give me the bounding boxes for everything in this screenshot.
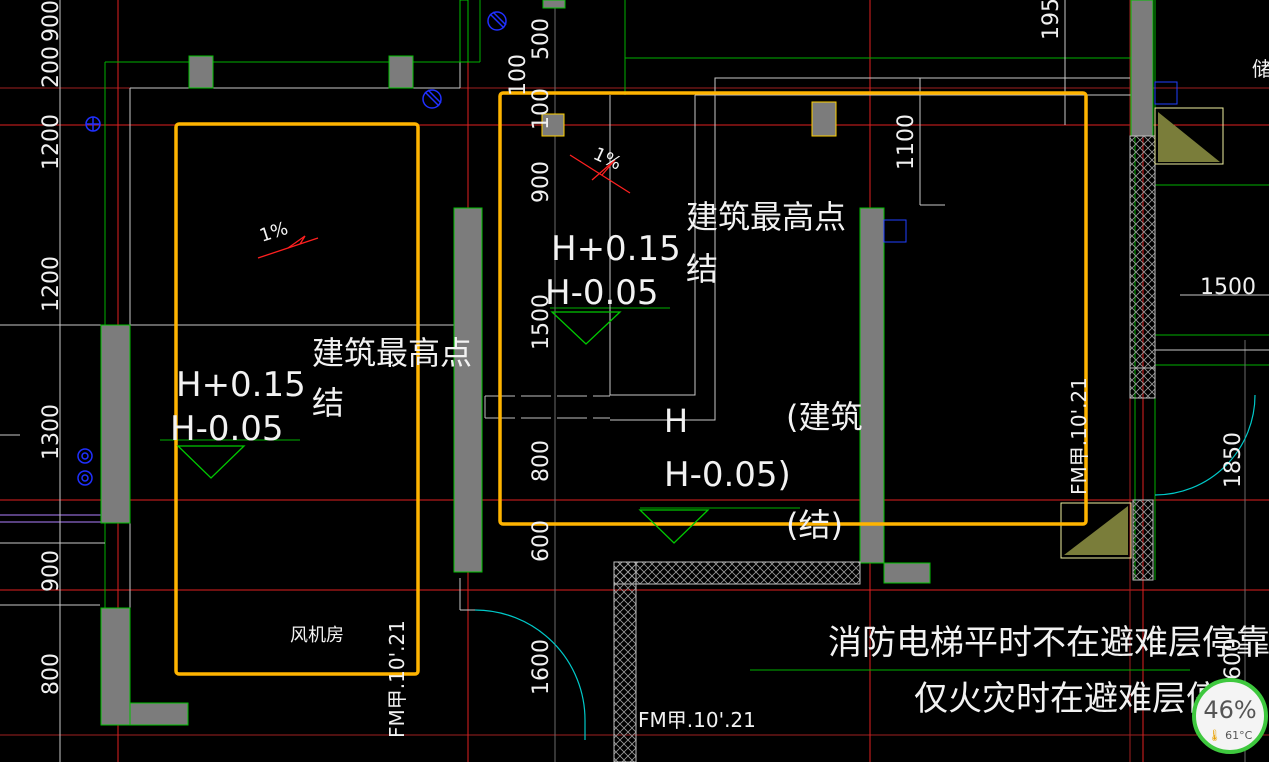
- level-high: H+0.15: [176, 365, 306, 405]
- hatched-walls: [613, 135, 1156, 762]
- dim-text: 1600: [529, 639, 554, 695]
- dim-text: 600: [1221, 638, 1246, 680]
- dim-text: 900: [529, 161, 554, 203]
- note-line1: 消防电梯平时不在避难层停靠: [828, 623, 1269, 663]
- temperature-value: 61°C: [1225, 729, 1253, 742]
- door-tag: FM甲.10'.21: [1067, 377, 1091, 495]
- dim-text: 1500: [1200, 275, 1256, 300]
- room-left: 1% H+0.15 H-0.05 建筑最高点 结 风机房 FM甲.10'.21: [170, 218, 472, 738]
- label-line1: 建筑最高点: [686, 198, 846, 236]
- highlight-boxes: [174, 91, 1088, 676]
- level-low: H-0.05: [170, 409, 284, 449]
- level-h: H: [664, 402, 688, 440]
- dim-text: 100: [506, 54, 531, 96]
- label-line2: 结: [312, 384, 344, 422]
- level-low: H-0.05): [664, 455, 791, 495]
- paren-bottom: (结): [786, 506, 843, 544]
- dim-text: 900: [39, 550, 64, 592]
- dim-text: 1100: [894, 114, 919, 170]
- dim-left: 900 200 1200 1200 1300 900 800: [39, 0, 64, 695]
- dim-text: 900: [39, 0, 64, 42]
- door-arcs: [474, 394, 1256, 740]
- dim-text: 1300: [39, 404, 64, 460]
- temperature-readout: 🌡 61°C: [1196, 729, 1264, 742]
- dim-text: 600: [529, 520, 554, 562]
- cpu-usage-widget[interactable]: 46% 🌡 61°C: [1192, 678, 1268, 754]
- label-line2: 结: [686, 250, 718, 288]
- level-high: H+0.15: [551, 229, 681, 269]
- columns: [541, 81, 1178, 243]
- dim-text: 200: [39, 46, 64, 88]
- usage-percent: 46%: [1203, 696, 1257, 724]
- symbols: [77, 11, 507, 486]
- walls: [100, 0, 1154, 726]
- dim-text: 195: [1039, 0, 1064, 40]
- room-name: 风机房: [290, 625, 344, 646]
- label-line1: 建筑最高点: [312, 334, 472, 372]
- edge-label: 储: [1252, 57, 1269, 81]
- dim-text: 800: [39, 653, 64, 695]
- dashed-lines: [484, 395, 610, 419]
- dim-text: 1200: [39, 114, 64, 170]
- dim-text: 1850: [1221, 432, 1246, 488]
- shafts: [1060, 107, 1224, 559]
- dim-right: 195 1100 1500 1850 600: [894, 0, 1256, 680]
- dim-text: 500: [529, 18, 554, 60]
- center-level: H H-0.05) (建筑 (结): [664, 398, 863, 544]
- slope-label: 1%: [257, 218, 291, 247]
- room-right: 1% H+0.15 H-0.05 建筑最高点 结 FM甲.10'.21: [545, 143, 1091, 495]
- slope-arrows: [257, 154, 631, 259]
- paren-top: (建筑: [786, 398, 863, 436]
- thermometer-icon: 🌡: [1207, 729, 1222, 742]
- dim-text: 100: [529, 88, 554, 130]
- dim-text: 1500: [529, 294, 554, 350]
- level-low: H-0.05: [545, 273, 659, 313]
- dim-text: 1200: [39, 256, 64, 312]
- level-triangles: [176, 311, 710, 544]
- dim-center: 500 100 100 900 1500 800 600 1600: [506, 18, 554, 695]
- slope-label: 1%: [590, 143, 625, 174]
- door-tag: FM甲.10'.21: [385, 620, 409, 738]
- dim-text: 800: [529, 440, 554, 482]
- bottom-room: FM甲.10'.21 消防电梯平时不在避难层停靠 仅火灾时在避难层停靠: [638, 623, 1269, 732]
- door-tag: FM甲.10'.21: [638, 708, 756, 732]
